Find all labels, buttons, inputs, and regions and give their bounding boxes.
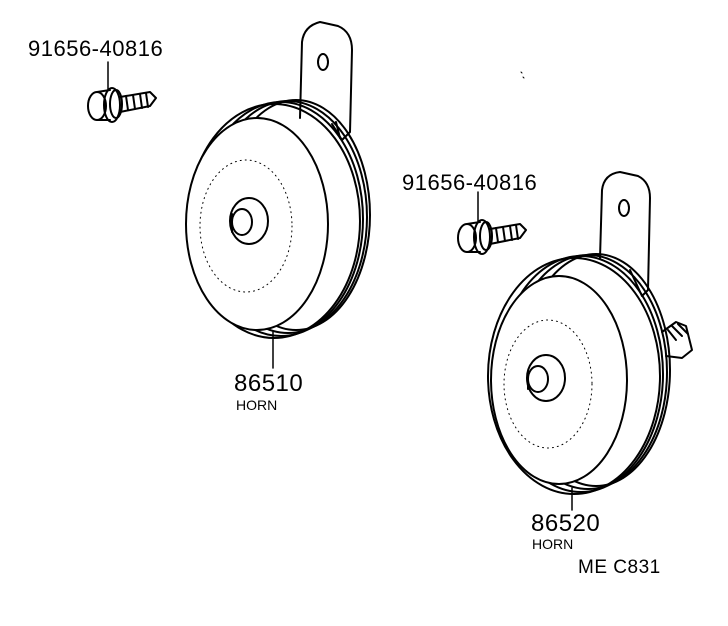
horn-86510-body	[185, 99, 371, 339]
drawing-code: ME C831	[578, 557, 661, 578]
horn-1-part-number: 86510	[234, 370, 304, 397]
horn-86520-bracket	[599, 171, 651, 297]
horn-86520-center-nut	[526, 354, 566, 402]
horn-1-name: HORN	[236, 397, 278, 413]
leader-lines	[107, 61, 573, 511]
bolt-2-part-number: 91656-40816	[402, 170, 538, 195]
horn-86510-center-nut	[229, 197, 269, 245]
horn-86520-body	[487, 253, 671, 495]
scan-specks	[520, 71, 525, 79]
bolt-2-drawing	[457, 219, 527, 255]
bolt-1-part-number: 91656-40816	[28, 36, 164, 61]
horn-86520-drawing	[487, 171, 693, 495]
horn-86510-drawing	[185, 21, 371, 339]
bolt-1-drawing	[87, 87, 157, 123]
horn-86520-connector	[661, 321, 693, 359]
horn-2-part-number: 86520	[531, 510, 601, 537]
horn-2-name: HORN	[532, 536, 574, 552]
